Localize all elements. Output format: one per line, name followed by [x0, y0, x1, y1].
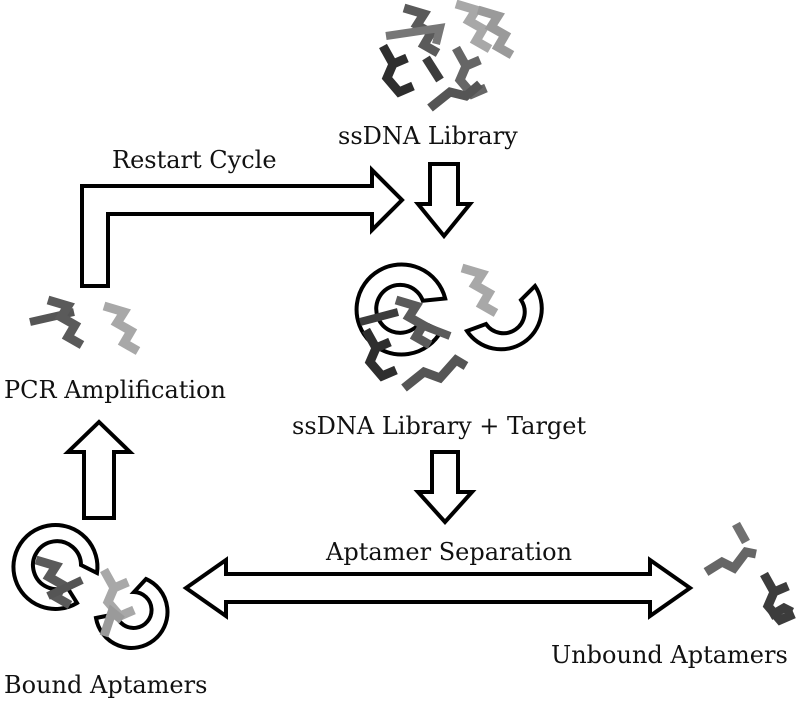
down-arrow-2	[413, 450, 477, 525]
strand	[358, 308, 400, 326]
unbound-aptamers-label: Unbound Aptamers	[551, 641, 788, 669]
restart-cycle-arrow	[80, 165, 405, 288]
bound-aptamers-label: Bound Aptamers	[4, 671, 208, 699]
strand	[767, 602, 795, 620]
strand	[401, 354, 469, 392]
pcr-strands	[29, 300, 138, 351]
strand	[427, 80, 483, 112]
strand	[99, 604, 125, 638]
target-shape	[93, 576, 170, 650]
strand	[462, 268, 496, 313]
up-arrow	[63, 419, 135, 520]
unbound-aptamers	[703, 521, 795, 620]
strand	[422, 322, 452, 340]
strand	[104, 306, 138, 351]
library-target-label: ssDNA Library + Target	[292, 412, 587, 440]
strand	[732, 521, 750, 545]
strand	[46, 576, 84, 600]
aptamer-separation-label: Aptamer Separation	[326, 538, 573, 566]
target-cluster	[354, 262, 544, 392]
library-strands	[383, 4, 512, 112]
strand	[703, 547, 757, 576]
restart-cycle-label: Restart Cycle	[112, 146, 277, 174]
target-shape	[463, 282, 544, 352]
strand	[385, 23, 446, 45]
down-arrow-1	[413, 162, 475, 240]
strand	[422, 55, 444, 83]
strand	[383, 46, 413, 92]
pcr-amplification-label: PCR Amplification	[4, 376, 226, 404]
target-shape	[11, 523, 100, 611]
ssdna-library-label: ssDNA Library	[338, 122, 518, 150]
bound-aptamers	[11, 523, 170, 650]
strand	[48, 300, 82, 345]
separation-double-arrow	[182, 556, 694, 620]
